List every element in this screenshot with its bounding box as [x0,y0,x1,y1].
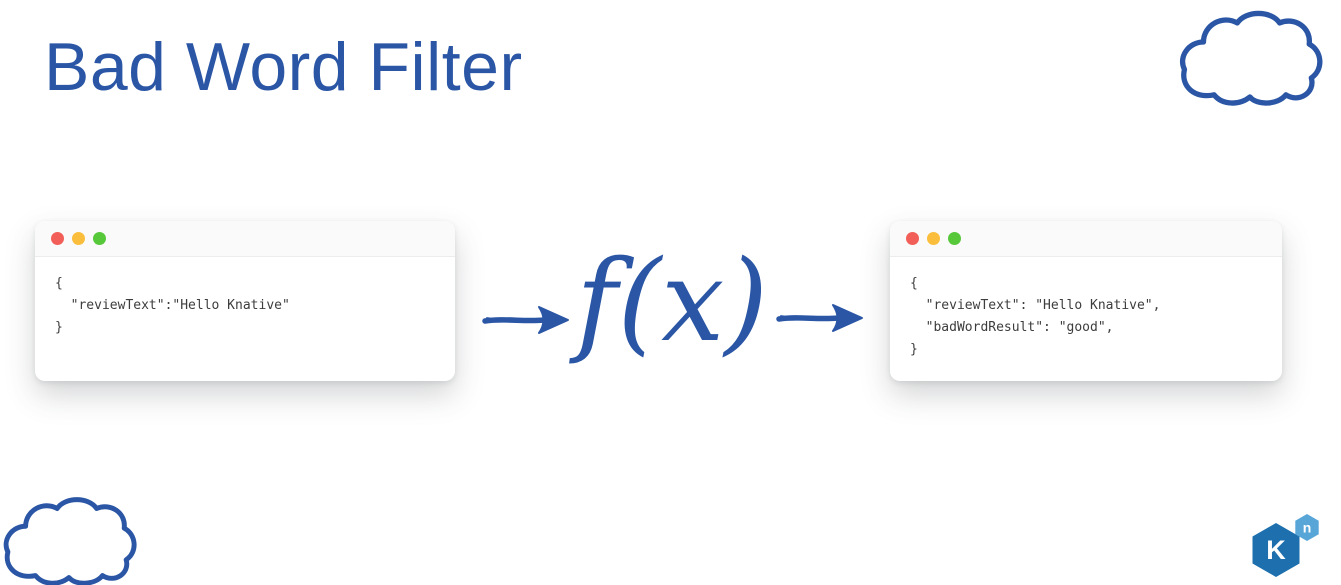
knative-logo: K n [1242,510,1326,580]
code-line: { [55,276,63,291]
traffic-light-close-icon [51,232,64,245]
code-line: } [910,342,918,357]
code-line: } [55,320,63,335]
window-titlebar [35,221,455,257]
cloud-icon [0,493,138,585]
code-window-output: { "reviewText": "Hello Knative", "badWor… [890,221,1282,381]
traffic-light-close-icon [906,232,919,245]
traffic-light-minimize-icon [72,232,85,245]
traffic-light-zoom-icon [93,232,106,245]
logo-letter-n: n [1303,520,1312,536]
cloud-icon [1176,8,1324,114]
code-line: "reviewText": "Hello Knative", [910,298,1161,313]
input-json-code: { "reviewText":"Hello Knative" } [35,257,455,339]
page-title: Bad Word Filter [44,29,523,105]
code-line: "reviewText":"Hello Knative" [55,298,290,313]
function-label: f(x) [576,237,769,367]
code-line: { [910,276,918,291]
traffic-light-minimize-icon [927,232,940,245]
right-arrow-icon [776,298,866,338]
window-titlebar [890,221,1282,257]
code-line: "badWordResult": "good", [910,320,1114,335]
code-window-input: { "reviewText":"Hello Knative" } [35,221,455,381]
output-json-code: { "reviewText": "Hello Knative", "badWor… [890,257,1282,361]
logo-letter-k: K [1266,535,1286,565]
right-arrow-icon [482,300,572,340]
traffic-light-zoom-icon [948,232,961,245]
